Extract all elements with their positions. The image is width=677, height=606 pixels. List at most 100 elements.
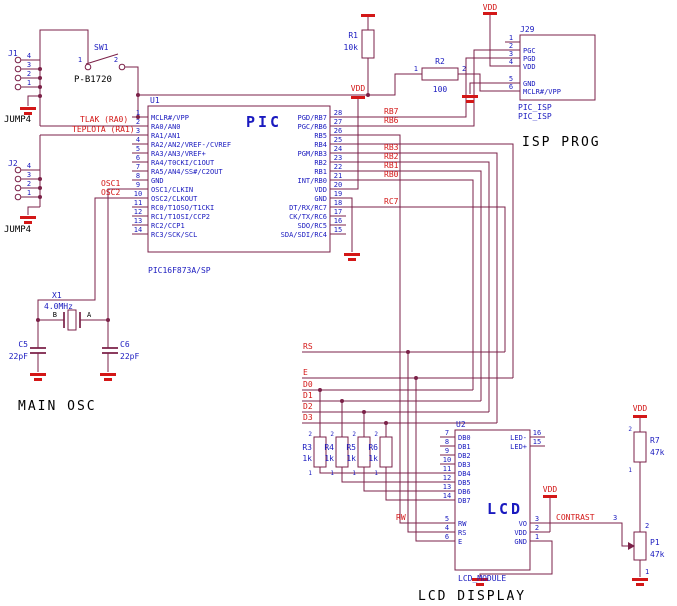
net-label-d0: D0: [303, 380, 313, 389]
x1-ref: X1: [52, 291, 62, 300]
u1-pin-name: RC1/T1OSI/CCP2: [151, 213, 210, 221]
u2-pin-name: E: [458, 538, 462, 546]
vdd-symbol: [633, 415, 647, 418]
u2-pin-name: DB7: [458, 497, 471, 505]
u1-pin-num: 24: [334, 145, 342, 153]
u2-pin-num: 3: [535, 515, 539, 523]
u1-pin-name: PGC/RB6: [297, 123, 327, 131]
u1-pin-name: SDO/RC5: [297, 222, 327, 230]
u1-ref: U1: [150, 96, 160, 105]
u1-pin-name: DT/RX/RC7: [289, 204, 327, 212]
u1-pin-num: 22: [334, 163, 342, 171]
u2-pin-name: DB6: [458, 488, 471, 496]
r5-value: 1k: [346, 454, 356, 463]
net-label-rs: RS: [303, 342, 313, 351]
j29-pin-num: 6: [509, 83, 513, 91]
vdd-label: VDD: [351, 84, 366, 93]
u1-pin-num: 12: [134, 208, 142, 216]
sw1-ref: SW1: [94, 43, 109, 52]
r3-ref: R3: [302, 443, 312, 452]
r2-pin-number: 1: [414, 65, 418, 73]
u2-pin-num: 2: [535, 524, 539, 532]
wires-mclr-net: [125, 17, 505, 117]
u2-pin-num: 16: [533, 429, 541, 437]
u1-pin-num: 15: [334, 226, 342, 234]
u1-pin-name: RC0/T1OSO/T1CKI: [151, 204, 214, 212]
u1-part: PIC16F873A/SP: [148, 266, 211, 275]
u1-pin-name: RA0/AN0: [151, 123, 181, 131]
u2-pin-num: 15: [533, 438, 541, 446]
u1-pin-num: 27: [334, 118, 342, 126]
net-label-d3: D3: [303, 413, 313, 422]
u1-pin-name: GND: [314, 195, 327, 203]
r6-pin-number: 1: [374, 470, 378, 477]
u1-pin-num: 28: [334, 109, 342, 117]
u2-pin-name: VDD: [514, 529, 527, 537]
sw1-pin-number: 1: [78, 56, 82, 64]
u2-pin-num: 10: [443, 456, 451, 464]
wires-oscillator: [37, 188, 132, 372]
switch-contact: [118, 63, 126, 71]
x1-pin-a: A: [87, 311, 92, 319]
u2-pin-name: DB5: [458, 479, 471, 487]
net-label-d1: D1: [303, 391, 313, 400]
j29-pin-num: 3: [509, 50, 513, 58]
j1-ref: J1: [8, 49, 18, 58]
c5-value: 22pF: [9, 352, 28, 361]
r5-pin-number: 1: [352, 470, 356, 477]
resistor-r1-body: [361, 29, 375, 59]
u1-pin-name: OSC1/CLKIN: [151, 186, 193, 194]
u1-pin-name: RC3/SCK/SCL: [151, 231, 197, 239]
j1-pin-number: 1: [27, 79, 31, 87]
wires-lcd-stubs: [440, 436, 550, 542]
u1-pin-name: INT/RB0: [297, 177, 327, 185]
r4-pin-number: 2: [330, 431, 334, 438]
r1-ref: R1: [348, 31, 358, 40]
j29-pin-num: 2: [509, 42, 513, 50]
p1-pin-number: 1: [645, 568, 649, 576]
j2-pin-circle: [14, 175, 22, 183]
u1-pin-name: RA2/AN2/VREF-/CVREF: [151, 141, 231, 149]
wires-left-connectors: [21, 29, 132, 215]
vdd-symbol: [543, 495, 557, 498]
u1-pin-num: 26: [334, 127, 342, 135]
j1-part: JUMP4: [4, 115, 31, 125]
r4-value: 1k: [324, 454, 334, 463]
j2-pin-circle: [14, 184, 22, 192]
potentiometer-p1-body: [633, 531, 647, 561]
r3-pin-number: 1: [308, 470, 312, 477]
u2-pin-name: VO: [519, 520, 527, 528]
switch-contact: [84, 63, 92, 71]
u1-pin-name: MCLR#/VPP: [151, 114, 189, 122]
net-label-tlak: TLAK (RA0): [80, 115, 128, 124]
u2-pin-name: DB3: [458, 461, 471, 469]
j1-pin-number: 4: [27, 52, 31, 60]
u2-pin-num: 8: [445, 438, 449, 446]
junction-dots: [36, 67, 418, 425]
u1-pin-num: 8: [136, 172, 140, 180]
u2-pin-num: 7: [445, 429, 449, 437]
j29-pin-name: VDD: [523, 63, 536, 71]
resistor-r6-body: [379, 436, 393, 468]
net-label-rb7: RB7: [384, 107, 399, 116]
osc-caption: MAIN OSC: [18, 399, 97, 414]
u1-pin-num: 4: [136, 136, 140, 144]
wires-contrast: [479, 418, 641, 577]
net-label-rb0: RB0: [384, 170, 399, 179]
u1-pin-name: PGD/RB7: [297, 114, 327, 122]
pot-wiper-arrow: [628, 542, 635, 550]
u1-pin-name: RB4: [314, 141, 327, 149]
r3-value: 1k: [302, 454, 312, 463]
u1-pin-name: RB5: [314, 132, 327, 140]
r5-pin-number: 2: [352, 431, 356, 438]
net-label-rb2: RB2: [384, 152, 399, 161]
j2-pin-circle: [14, 193, 22, 201]
r5-ref: R5: [346, 443, 356, 452]
r6-ref: R6: [368, 443, 378, 452]
u2-pin-name: DB4: [458, 470, 471, 478]
vdd-label: VDD: [633, 404, 648, 413]
u1-pin-name: GND: [151, 177, 164, 185]
net-label-rc7: RC7: [384, 197, 399, 206]
u1-pin-num: 19: [334, 190, 342, 198]
